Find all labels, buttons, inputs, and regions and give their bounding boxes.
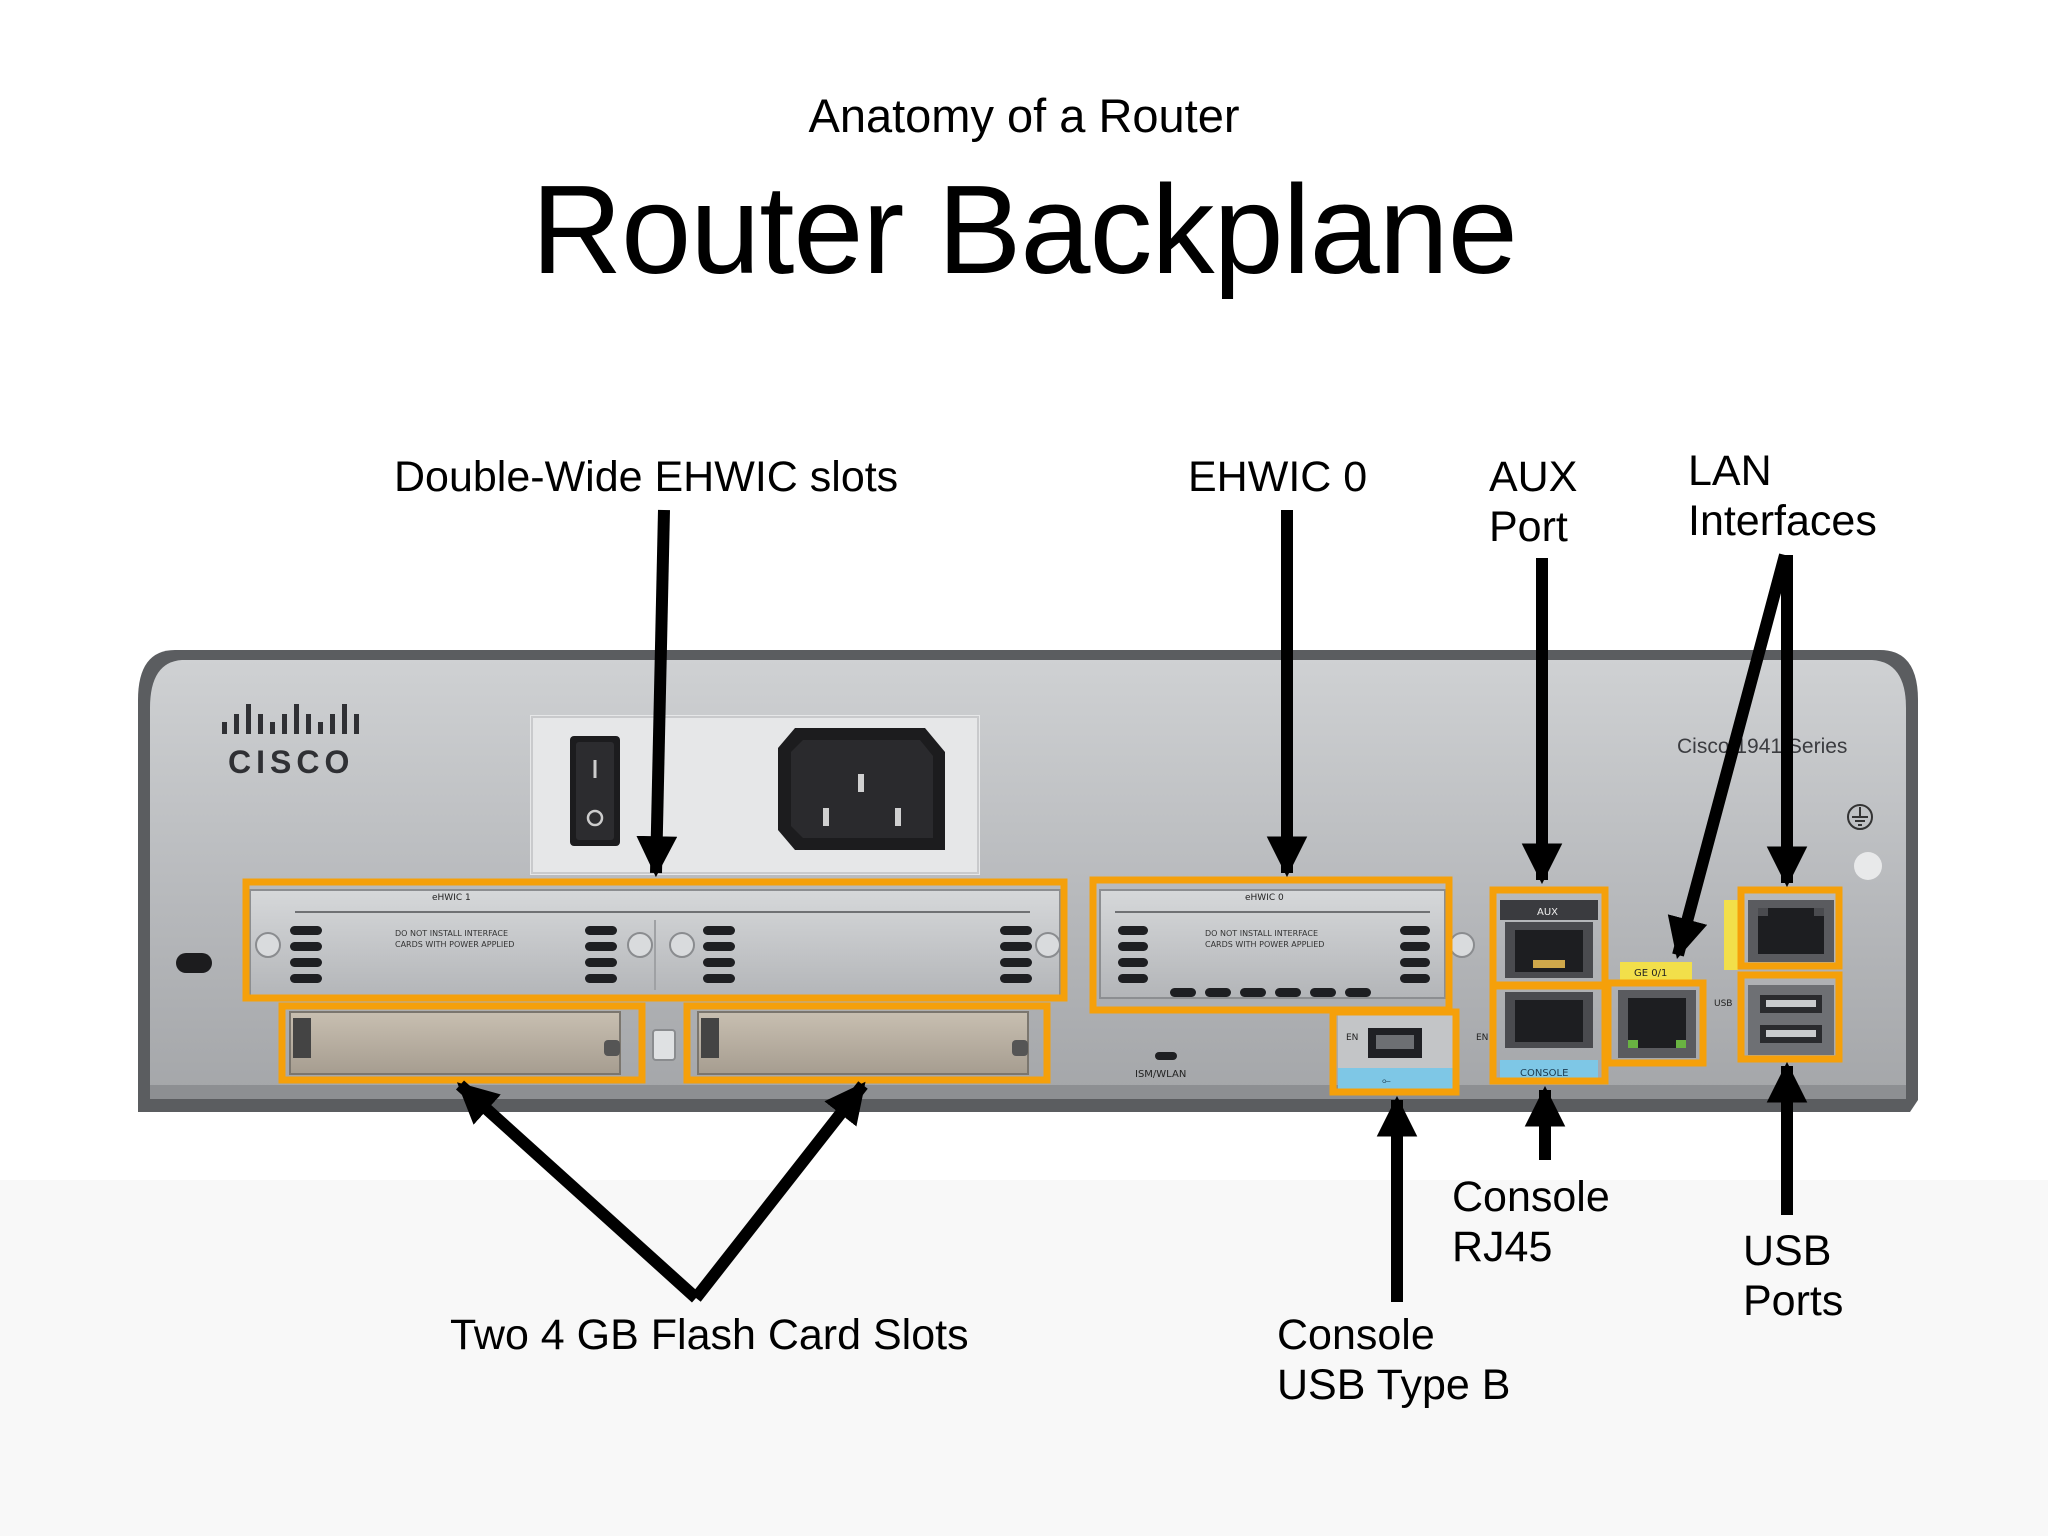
highlight-flash-0	[278, 1002, 646, 1084]
ism-label: ISM/WLAN	[1135, 1069, 1186, 1080]
aux-port[interactable]: AUX	[1500, 900, 1598, 978]
power-switch[interactable]	[570, 736, 620, 846]
ehwic1-warning-2: CARDS WITH POWER APPLIED	[395, 940, 514, 949]
console-silk: CONSOLE	[1520, 1068, 1568, 1079]
highlight-ehwic0	[1089, 876, 1453, 1014]
ehwic1-silk: eHWIC 1	[432, 893, 471, 903]
usb-silk: USB	[1714, 999, 1732, 1009]
mount-hole	[1854, 852, 1882, 880]
ehwic1-warning-1: DO NOT INSTALL INTERFACE	[395, 929, 508, 938]
callout-ehwic0: EHWIC 0	[1188, 453, 1368, 501]
ism-led	[1155, 1052, 1177, 1060]
ge00-tag	[1724, 900, 1738, 970]
arrow-lan-ge01	[1667, 553, 1791, 959]
highlight-console-usb	[1329, 1008, 1460, 1096]
page-title: Router Backplane	[531, 159, 1518, 300]
power-inlet	[778, 728, 945, 850]
mount-slot	[176, 953, 212, 973]
callout-double-wide: Double-Wide EHWIC slots	[394, 453, 899, 501]
svg-text:⟜: ⟜	[1382, 1074, 1391, 1087]
ge-0-0-port[interactable]	[1748, 900, 1834, 962]
console-en-label: EN	[1476, 1033, 1488, 1043]
highlight-lan	[1737, 886, 1843, 970]
cisco-logo: CISCO	[222, 704, 359, 780]
highlight-flash-1	[683, 1002, 1051, 1084]
usb-ports[interactable]	[1748, 985, 1834, 1055]
aux-silk: AUX	[1537, 907, 1558, 918]
console-usb-port[interactable]: EN ⟜	[1338, 1012, 1453, 1090]
arrow-double-wide	[636, 509, 678, 878]
arrow-flash-0	[455, 1080, 701, 1303]
flash-divider-screw	[652, 1029, 676, 1061]
usb-en-label: EN	[1346, 1033, 1358, 1043]
flash-slot-0	[289, 1011, 621, 1075]
callout-flash: Two 4 GB Flash Card Slots	[450, 1311, 969, 1359]
highlight-usb	[1737, 971, 1843, 1063]
ground-icon	[1847, 804, 1873, 830]
flash-slot-1	[697, 1011, 1029, 1075]
highlights	[242, 876, 1843, 1096]
ge01-silk: GE 0/1	[1634, 968, 1667, 979]
ehwic0-warning-2: CARDS WITH POWER APPLIED	[1205, 940, 1324, 949]
ehwic0-silk: eHWIC 0	[1245, 893, 1284, 903]
supertitle: Anatomy of a Router	[808, 89, 1240, 142]
ge-0-1-port[interactable]: GE 0/1	[1618, 962, 1696, 1058]
cisco-wordmark: CISCO	[228, 744, 354, 780]
ehwic0-warning-1: DO NOT INSTALL INTERFACE	[1205, 929, 1318, 938]
callout-arrows	[455, 509, 1808, 1303]
background-band	[0, 1180, 2048, 1536]
arrow-flash-1	[691, 1081, 868, 1302]
console-rj45-port[interactable]: CONSOLE	[1500, 992, 1598, 1082]
highlight-ge01	[1604, 979, 1707, 1067]
model-label: Cisco 1941 Series	[1677, 735, 1847, 758]
ehwic-0-slot: eHWIC 0 DO NOT INSTALL INTERFACE CARDS W…	[1099, 889, 1475, 999]
highlight-ehwic-double	[242, 878, 1068, 1002]
ehwic-1-slot: eHWIC 1 DO NOT INSTALL INTERFACE CARDS W…	[249, 889, 1061, 999]
power-module	[530, 715, 980, 875]
